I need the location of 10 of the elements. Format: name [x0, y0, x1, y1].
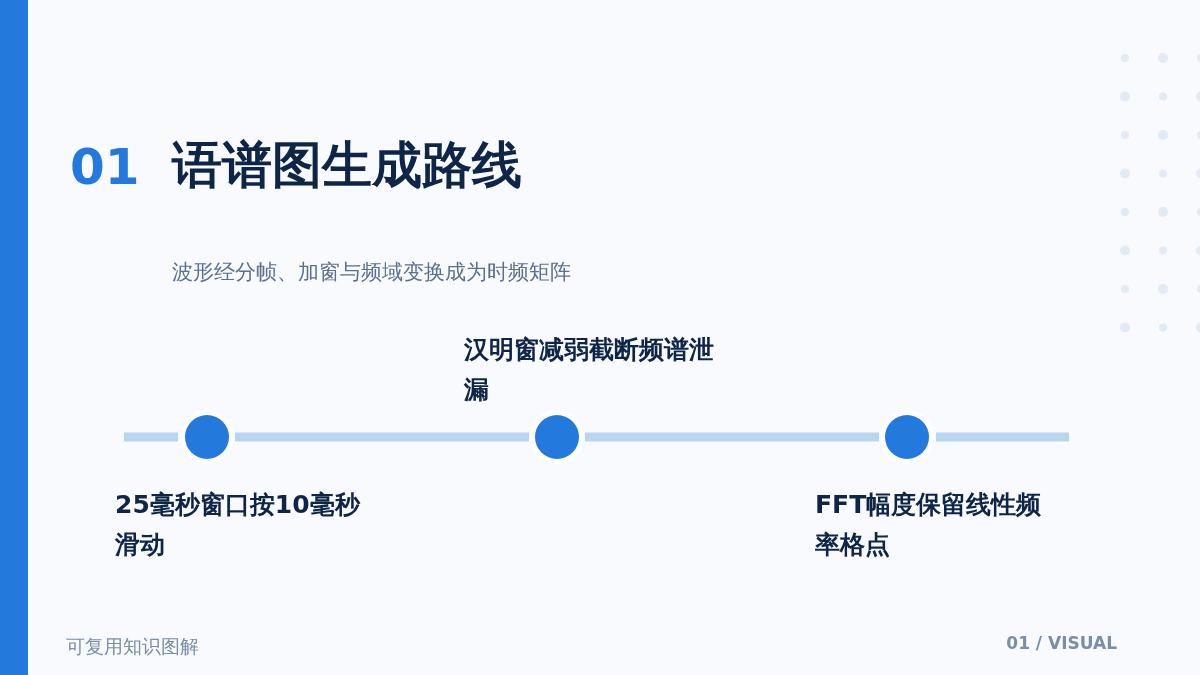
page-tag: 01 / VISUAL: [1006, 633, 1117, 653]
subtitle: 波形经分帧、加窗与频域变换成为时频矩阵: [172, 259, 571, 286]
slide-title: 语谱图生成路线: [172, 135, 522, 196]
step-label: 25毫秒窗口按10毫秒滑动: [115, 489, 362, 561]
step-label: 汉明窗减弱截断频谱泄漏: [464, 334, 714, 406]
footer-text: 可复用知识图解: [66, 634, 199, 659]
connector-line: [235, 432, 529, 442]
section-number: 01: [70, 138, 140, 196]
step-label: FFT幅度保留线性频率格点: [815, 489, 1043, 561]
connector-line: [585, 432, 879, 442]
